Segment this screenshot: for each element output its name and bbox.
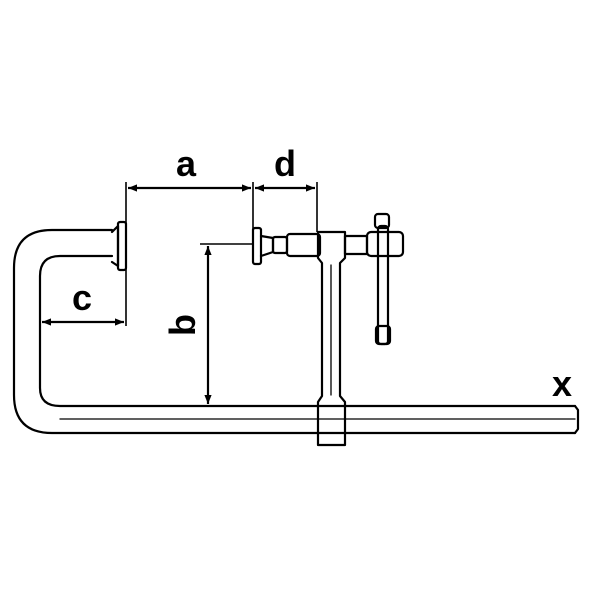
handle-bottom-cap xyxy=(374,324,392,346)
fixed-jaw-plate xyxy=(116,220,128,272)
label-x: x xyxy=(552,363,572,404)
movable-jaw-plate xyxy=(251,226,263,266)
movable-jaw-body xyxy=(316,230,347,447)
label-d: d xyxy=(274,143,296,184)
handle-cross-hub xyxy=(365,230,405,258)
handle-top-cap xyxy=(373,212,391,230)
bar-end xyxy=(573,404,580,435)
frame-outer-outline xyxy=(12,228,577,435)
movable-jaw-pad xyxy=(259,234,275,258)
frame-inner-outline xyxy=(38,254,577,408)
spindle-collar xyxy=(271,235,289,255)
spindle-boss xyxy=(343,234,369,256)
label-b: b xyxy=(162,314,203,336)
label-a: a xyxy=(176,143,197,184)
spindle xyxy=(285,232,322,258)
label-c: c xyxy=(72,277,92,318)
